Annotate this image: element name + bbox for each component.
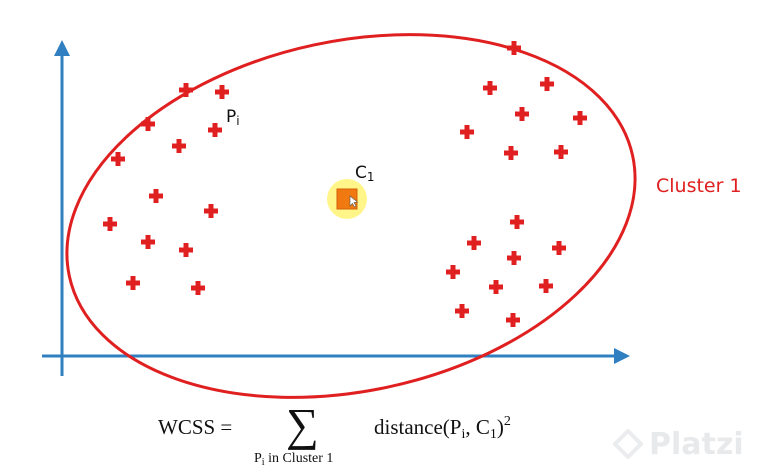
wcss-formula: WCSS = ∑ distance(Pi, C1)2 Pi in Cluster… (158, 399, 511, 468)
data-point-plus (172, 139, 186, 153)
data-point-plus (204, 204, 218, 218)
data-point-plus (446, 265, 460, 279)
data-point-plus (507, 251, 521, 265)
formula-sigma: ∑ (286, 399, 319, 450)
centroid (327, 179, 367, 219)
centroid-label-main: C (355, 163, 367, 183)
data-point-plus (539, 279, 553, 293)
formula-rhs-mid: , C (465, 415, 490, 439)
data-point-plus (103, 217, 117, 231)
watermark: Platzi (613, 422, 753, 466)
data-point-plus (507, 41, 521, 55)
formula-under-post: in Cluster 1 (265, 451, 334, 466)
data-point-plus (510, 215, 524, 229)
formula-rhs-sub1: i (461, 427, 465, 442)
formula-under-pre: P (254, 451, 262, 466)
formula-under-sub: i (262, 457, 265, 468)
cluster-label: Cluster 1 (656, 175, 742, 197)
point-label-main: P (226, 107, 236, 127)
point-label: Pi (226, 107, 240, 128)
x-axis-arrowhead (614, 348, 630, 364)
data-point-plus (483, 81, 497, 95)
data-point-plus (191, 281, 205, 295)
data-point-plus (126, 276, 140, 290)
formula-rhs: distance(Pi, C1)2 (374, 414, 511, 442)
data-point-plus (215, 85, 229, 99)
data-point-plus (467, 236, 481, 250)
cluster-boundary (65, 33, 637, 399)
y-axis-arrowhead (54, 40, 70, 56)
formula-under: Pi in Cluster 1 (254, 451, 333, 468)
data-point-plus (455, 304, 469, 318)
data-point-plus (111, 152, 125, 166)
data-point-plus (489, 280, 503, 294)
formula-rhs-a: distance(P (374, 415, 461, 439)
data-point-plus (552, 241, 566, 255)
data-point-plus (506, 313, 520, 327)
data-point-plus (540, 77, 554, 91)
data-point-plus (179, 83, 193, 97)
data-point-plus (573, 111, 587, 125)
data-point-plus (141, 117, 155, 131)
data-point-plus (504, 146, 518, 160)
data-point-plus (149, 189, 163, 203)
formula-lhs: WCSS = (158, 415, 232, 439)
data-point-plus (515, 107, 529, 121)
formula-rhs-end: ) (497, 415, 504, 439)
platzi-logo-icon (613, 429, 643, 459)
centroid-label-sub: 1 (367, 170, 375, 184)
formula-rhs-exp: 2 (504, 414, 511, 429)
data-point-plus (554, 145, 568, 159)
cursor-icon (349, 195, 359, 208)
data-point-plus (179, 243, 193, 257)
data-point-plus (460, 125, 474, 139)
centroid-label: C1 (355, 163, 375, 184)
data-point-plus (208, 123, 222, 137)
formula-rhs-sub2: 1 (490, 427, 497, 442)
point-label-sub: i (236, 114, 239, 128)
axes (42, 40, 630, 376)
data-point-plus (141, 235, 155, 249)
watermark-text: Platzi (649, 426, 744, 462)
data-points (103, 41, 587, 327)
